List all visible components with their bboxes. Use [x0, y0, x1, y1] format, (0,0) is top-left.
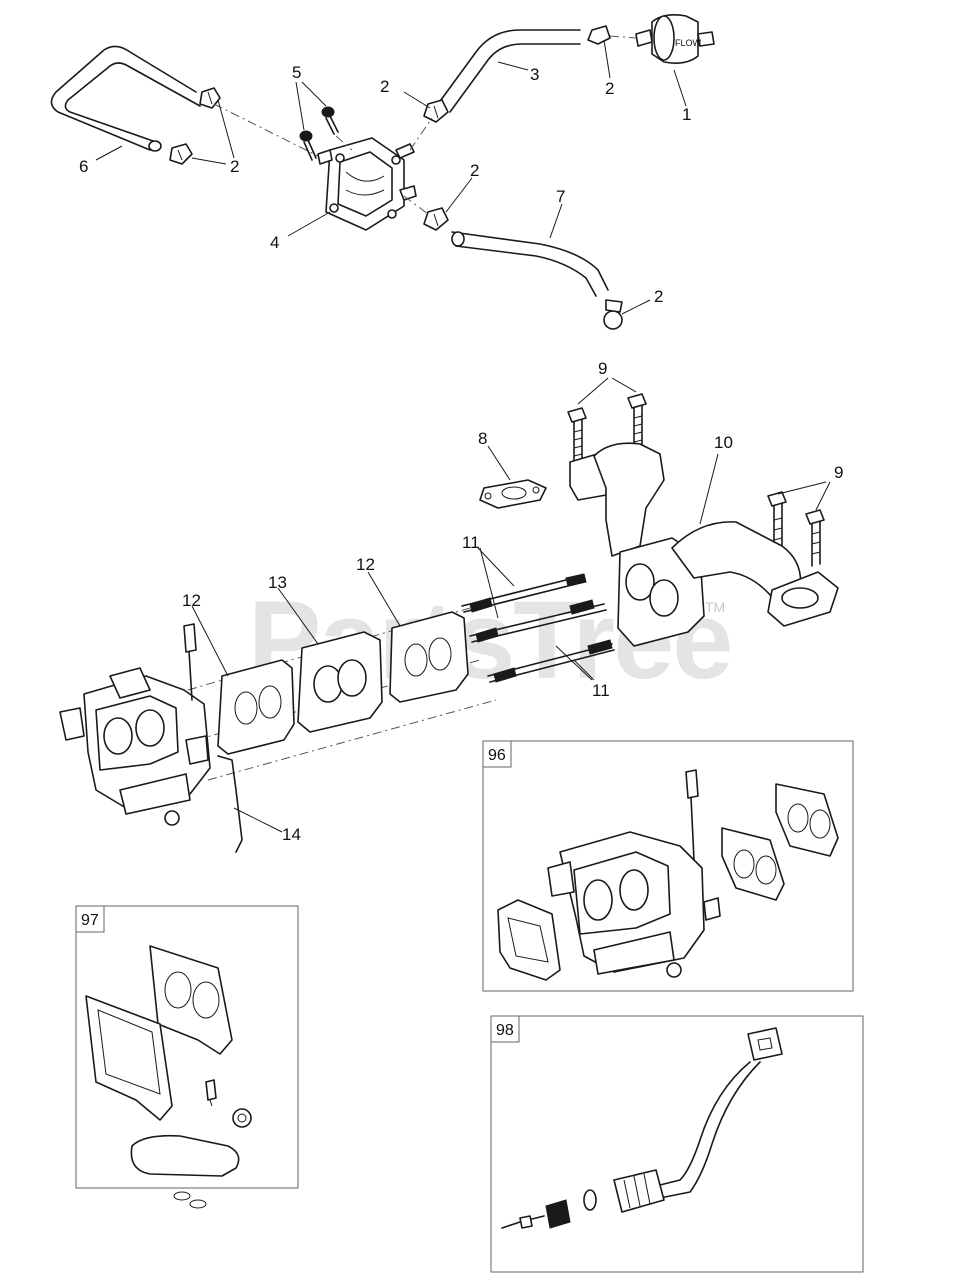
kit-98-label: 98	[496, 1022, 514, 1039]
hose-clamp-7b	[603, 299, 623, 330]
leader	[577, 377, 609, 405]
carburetor-gasket-right	[389, 611, 469, 703]
leader	[549, 203, 563, 239]
callout-11: 11	[592, 681, 610, 700]
callout-9: 9	[834, 463, 843, 482]
stud-11b	[469, 599, 607, 643]
callout-6: 6	[79, 157, 88, 176]
alignment-line	[335, 135, 353, 151]
callout-4: 4	[270, 233, 279, 252]
watermark-trademark: TM	[705, 599, 725, 615]
leader	[611, 377, 637, 393]
callout-9: 9	[598, 359, 607, 378]
pump-screw-a	[299, 130, 317, 161]
alignment-line	[409, 117, 433, 151]
callout-12: 12	[356, 555, 375, 574]
kit-96-label: 96	[488, 747, 506, 764]
callout-2: 2	[380, 77, 389, 96]
callout-5: 5	[292, 63, 301, 82]
fuel-pump	[317, 137, 417, 231]
callout-3: 3	[530, 65, 539, 84]
fuel-filter-flow-marking: FLOW	[675, 38, 702, 48]
kit-96-carburetor: 96	[482, 740, 854, 992]
leader	[479, 547, 499, 619]
fuel-filter: FLOW	[635, 14, 715, 64]
hose-clamp-3a	[423, 99, 449, 123]
leader	[367, 571, 401, 627]
leader	[777, 481, 827, 495]
alignment-line	[403, 195, 429, 215]
leader	[403, 91, 431, 109]
callout-14: 14	[282, 825, 301, 844]
leader	[477, 547, 515, 587]
leader	[621, 299, 651, 315]
leader	[603, 39, 611, 79]
choke-link	[217, 755, 243, 853]
kit-98-fuel-solenoid: 98	[490, 1015, 864, 1273]
callout-10: 10	[714, 433, 733, 452]
leader	[191, 605, 229, 677]
leader	[217, 99, 235, 159]
leader	[233, 807, 283, 833]
callout-1: 1	[682, 105, 691, 124]
kit-97-gasket-set: 97	[75, 905, 299, 1209]
intake-gasket	[479, 479, 547, 509]
callout-13: 13	[268, 573, 287, 592]
callout-2: 2	[230, 157, 239, 176]
callout-8: 8	[478, 429, 487, 448]
hose-clamp-6a	[199, 87, 221, 109]
leader	[287, 211, 331, 237]
callout-2: 2	[654, 287, 663, 306]
pump-screw-b	[321, 106, 339, 135]
alignment-line	[207, 699, 497, 781]
leader	[573, 659, 595, 681]
hose-clamp-3b	[587, 25, 611, 45]
leader	[95, 145, 123, 161]
callout-7: 7	[556, 187, 565, 206]
bolt-9d	[805, 509, 825, 567]
intake-manifold	[569, 442, 839, 647]
fuel-hose-3	[437, 29, 581, 113]
hose-clamp-6b	[169, 143, 193, 165]
alignment-line	[213, 103, 319, 157]
stud-11a	[461, 573, 587, 613]
bolt-9a	[567, 407, 587, 463]
leader	[295, 81, 305, 131]
leader	[815, 481, 831, 511]
leader	[191, 157, 227, 165]
callout-2: 2	[470, 161, 479, 180]
kit-97-label: 97	[81, 912, 99, 929]
fuel-hose-6	[50, 45, 201, 152]
leader	[555, 645, 593, 681]
stud-11c	[487, 639, 615, 683]
bolt-9b	[627, 393, 647, 447]
callout-11: 11	[462, 533, 480, 552]
callout-2: 2	[605, 79, 614, 98]
leader	[445, 177, 473, 213]
leader	[497, 61, 529, 71]
leader	[487, 445, 511, 481]
carburetor-spacer	[297, 631, 383, 733]
alignment-line	[609, 35, 637, 39]
fuel-hose-7	[451, 231, 609, 297]
leader	[277, 587, 319, 645]
leader	[673, 69, 687, 107]
leader	[699, 453, 719, 525]
hose-clamp-7a	[423, 207, 449, 231]
carburetor	[59, 623, 211, 826]
leader	[301, 81, 327, 107]
carburetor-gasket-left	[217, 659, 295, 755]
callout-12: 12	[182, 591, 201, 610]
